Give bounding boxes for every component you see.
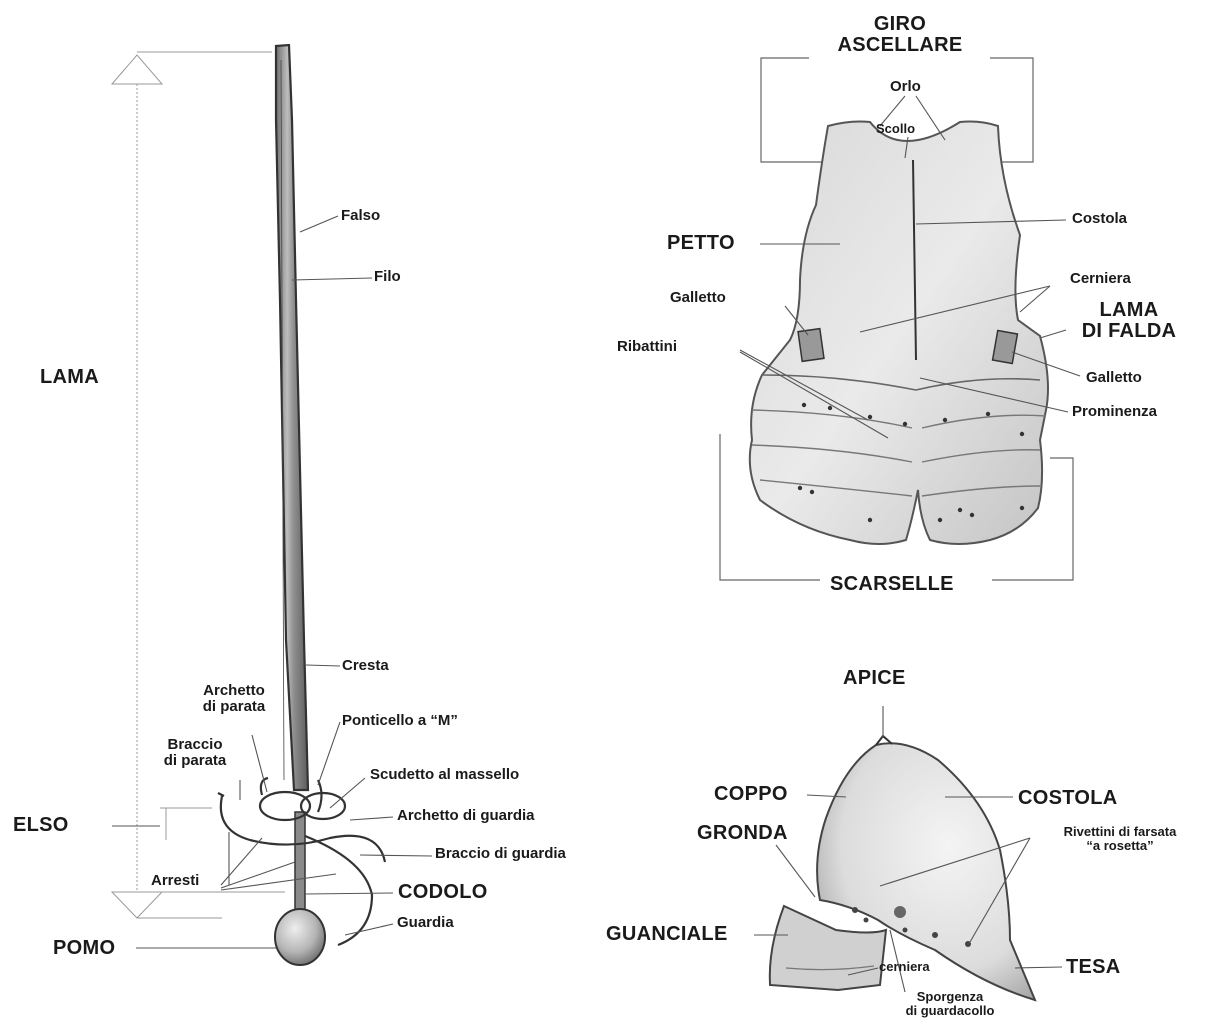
galletto-left-buckle	[798, 329, 824, 362]
label-gronda: GRONDA	[697, 823, 788, 844]
scudetto-leader	[330, 778, 365, 808]
gronda-leader	[776, 845, 815, 897]
label-archetto-parata: Archetto di parata	[184, 683, 284, 715]
label-cerniera: Cerniera	[1070, 271, 1131, 287]
filo-leader	[292, 278, 372, 280]
label-giro-line2: ASCELLARE	[800, 35, 1000, 56]
sword-pommel	[275, 909, 325, 965]
label-sporgenza: Sporgenza di guardacollo	[880, 990, 1020, 1017]
parrying-ring-left	[260, 792, 310, 820]
label-cerniera-helmet: cerniera	[879, 960, 930, 974]
sword-drawing	[112, 45, 432, 965]
label-braccio-parata: Braccio di parata	[145, 737, 245, 769]
arresti-leader-2	[221, 862, 295, 888]
label-braccio-guardia: Braccio di guardia	[435, 846, 566, 862]
label-arresti: Arresti	[151, 873, 199, 889]
label-sporgenza-line1: Sporgenza	[880, 990, 1020, 1004]
helmet-drawing	[754, 706, 1062, 1000]
galletto-right-buckle	[993, 330, 1018, 363]
helmet-cheek-piece	[770, 906, 886, 990]
cuirass-drawing	[720, 58, 1080, 580]
parrying-ring-right	[301, 793, 345, 819]
label-guanciale: GUANCIALE	[606, 924, 728, 945]
label-archetto-guardia: Archetto di guardia	[397, 808, 535, 824]
quillon-tip-left	[218, 793, 224, 796]
label-galletto-right: Galletto	[1086, 370, 1142, 386]
lama-di-falda-leader	[1040, 330, 1066, 338]
guardia-leader	[345, 924, 393, 935]
orlo-leader-2	[916, 96, 945, 140]
label-rivettini: Rivettini di farsata “a rosetta”	[1030, 825, 1210, 852]
sword-grip	[295, 812, 305, 912]
label-lama-di-falda-line2: DI FALDA	[1066, 321, 1192, 342]
archetto-guardia-leader	[350, 817, 393, 820]
label-galletto-left: Galletto	[670, 290, 726, 306]
label-costola: Costola	[1072, 211, 1127, 227]
label-cresta: Cresta	[342, 658, 389, 674]
label-archetto-parata-line2: di parata	[184, 699, 284, 715]
label-giro-line1: GIRO	[800, 14, 1000, 35]
label-codolo: CODOLO	[398, 882, 488, 903]
label-scarselle: SCARSELLE	[830, 574, 954, 595]
giro-bracket-left	[761, 58, 822, 162]
archetto-parata-leader	[252, 735, 267, 792]
label-archetto-parata-line1: Archetto	[184, 683, 284, 699]
label-costola-helmet: COSTOLA	[1018, 788, 1118, 809]
ponticello-leader	[318, 722, 340, 785]
label-scudetto: Scudetto al massello	[370, 767, 519, 783]
label-lama-di-falda: LAMA DI FALDA	[1066, 300, 1192, 342]
label-prominenza: Prominenza	[1072, 404, 1157, 420]
label-filo: Filo	[374, 269, 401, 285]
label-pomo: POMO	[53, 938, 115, 959]
label-ribattini: Ribattini	[617, 339, 677, 355]
sword-blade	[276, 45, 308, 790]
label-orlo: Orlo	[890, 79, 921, 95]
label-braccio-parata-line2: di parata	[145, 753, 245, 769]
lama-top-arrow	[112, 55, 162, 84]
cresta-leader	[306, 665, 340, 666]
label-coppo: COPPO	[714, 784, 788, 805]
label-scollo: Scollo	[876, 122, 915, 136]
label-rivettini-line1: Rivettini di farsata	[1030, 825, 1210, 839]
label-lama: LAMA	[40, 367, 99, 388]
falso-leader	[300, 216, 338, 232]
arresti-leader-1	[221, 838, 262, 885]
label-ponticello: Ponticello a “M”	[342, 713, 458, 729]
label-elso: ELSO	[13, 815, 69, 836]
label-falso: Falso	[341, 208, 380, 224]
label-sporgenza-line2: di guardacollo	[880, 1004, 1020, 1018]
label-giro-ascellare: GIRO ASCELLARE	[800, 14, 1000, 56]
lama-bottom-arrow	[112, 892, 162, 918]
label-petto: PETTO	[667, 233, 735, 254]
label-tesa: TESA	[1066, 957, 1121, 978]
label-braccio-parata-line1: Braccio	[145, 737, 245, 753]
label-rivettini-line2: “a rosetta”	[1030, 839, 1210, 853]
label-lama-di-falda-line1: LAMA	[1066, 300, 1192, 321]
braccio-guardia-leader	[360, 855, 432, 856]
label-guardia: Guardia	[397, 915, 454, 931]
codolo-leader	[305, 893, 393, 894]
label-apice: APICE	[843, 668, 906, 689]
